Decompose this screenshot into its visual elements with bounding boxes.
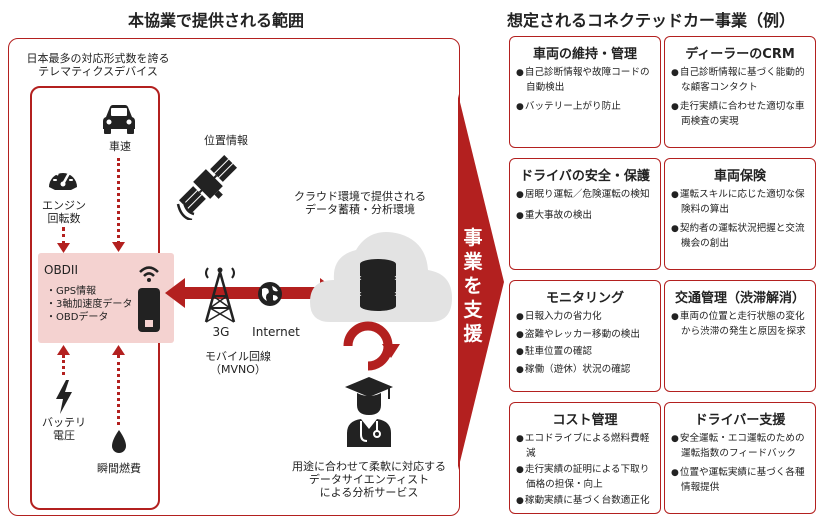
card-title: 車両保険 bbox=[713, 169, 766, 184]
card-item-list: 居眠り運転／危険運転の検知重大事故の検出 bbox=[510, 188, 660, 223]
use-case-card: コスト管理エコドライブによる燃料費軽減走行実績の証明による下取り価格の担保・向上… bbox=[509, 402, 661, 514]
support-arrow bbox=[458, 94, 504, 470]
fuel-flow-line bbox=[117, 355, 120, 425]
card-title: 交通管理（渋滞解消） bbox=[674, 291, 805, 306]
card-item-list: 運転スキルに応じた適切な保険料の算出契約者の運転状況把握と交流機会の創出 bbox=[665, 188, 815, 250]
lightning-icon bbox=[56, 380, 72, 414]
use-case-card: ドライバー支援安全運転・エコ運転のための運転指数のフィードバック位置や運転実績に… bbox=[664, 402, 816, 514]
speed-flow-line bbox=[117, 158, 120, 244]
card-item: 安全運転・エコ運転のための運転指数のフィードバック bbox=[671, 432, 811, 460]
battery-flow-line bbox=[62, 355, 65, 375]
right-section-heading: 想定されるコネクテッドカー事業（例） bbox=[507, 11, 796, 30]
bidirectional-arrow bbox=[165, 278, 340, 308]
use-case-card: ディーラーのCRM 自己診断情報に基づく能動的な顧客コンタクト走行実績に合わせた適… bbox=[664, 36, 816, 148]
card-item: 居眠り運転／危険運転の検知 bbox=[516, 188, 656, 203]
card-item: 運転スキルに応じた適切な保険料の算出 bbox=[671, 188, 811, 216]
card-item: 契約者の運転状況把握と交流機会の創出 bbox=[671, 222, 811, 250]
card-item-list: 自己診断情報や故障コードの自動検出バッテリー上がり防止 bbox=[510, 66, 660, 115]
card-title: ドライバの安全・保護 bbox=[520, 169, 650, 184]
tachometer-icon bbox=[49, 168, 77, 190]
card-item: 自己診断情報に基づく能動的な顧客コンタクト bbox=[671, 66, 811, 94]
use-case-card: 車両保険運転スキルに応じた適切な保険料の算出契約者の運転状況把握と交流機会の創出 bbox=[664, 158, 816, 270]
card-title: モニタリング bbox=[545, 291, 624, 306]
use-case-card: ドライバの安全・保護居眠り運転／危険運転の検知重大事故の検出 bbox=[509, 158, 661, 270]
card-item-list: エコドライブによる燃料費軽減走行実績の証明による下取り価格の担保・向上稼動実績に… bbox=[510, 432, 660, 509]
cloud-icon bbox=[310, 232, 452, 322]
card-item: 重大事故の検出 bbox=[516, 209, 656, 224]
card-item-list: 安全運転・エコ運転のための運転指数のフィードバック位置や運転実績に基づく各種情報… bbox=[665, 432, 815, 494]
card-item: 車両の位置と走行状態の変化から渋滞の発生と原因を探求 bbox=[671, 310, 811, 338]
fuel-drop-icon bbox=[112, 430, 126, 453]
car-icon bbox=[103, 105, 135, 134]
obd-title: OBDII bbox=[44, 263, 78, 277]
speed-flow-arrowhead bbox=[112, 242, 125, 252]
card-title: 車両の維持・管理 bbox=[532, 47, 637, 62]
fuel-label: 瞬間燃費 bbox=[97, 462, 141, 475]
gps-label: 位置情報 bbox=[204, 134, 248, 147]
card-item-list: 自己診断情報に基づく能動的な顧客コンタクト走行実績に合わせた適切な車両検査の実現 bbox=[665, 66, 815, 128]
satellite-icon bbox=[176, 155, 237, 220]
data-scientist-icon bbox=[345, 377, 393, 447]
use-case-card: モニタリング日報入力の省力化盗難やレッカー移動の検出駐車位置の確認稼働（遊休）状… bbox=[509, 280, 661, 392]
support-arrow-label: 事業を支援 bbox=[463, 227, 483, 345]
card-item-list: 日報入力の省力化盗難やレッカー移動の検出駐車位置の確認稼働（遊休）状況の確認 bbox=[510, 310, 660, 377]
telematics-device-icon bbox=[138, 266, 160, 332]
card-title: ディーラーのCRM bbox=[685, 47, 795, 62]
card-item: 稼働（遊休）状況の確認 bbox=[516, 363, 656, 378]
network-internet-label: Internet bbox=[252, 325, 300, 339]
speed-label: 車速 bbox=[109, 140, 131, 153]
card-item: 日報入力の省力化 bbox=[516, 310, 656, 325]
use-case-card: 交通管理（渋滞解消） 車両の位置と走行状態の変化から渋滞の発生と原因を探求 bbox=[664, 280, 816, 392]
card-item: バッテリー上がり防止 bbox=[516, 100, 656, 115]
battery-flow-arrowhead bbox=[57, 345, 70, 355]
card-item: エコドライブによる燃料費軽減 bbox=[516, 432, 656, 460]
card-item: 位置や運転実績に基づく各種情報提供 bbox=[671, 466, 811, 494]
mobile-line-label: モバイル回線 （MVNO） bbox=[205, 350, 271, 376]
battery-label: バッテリ 電圧 bbox=[42, 416, 86, 442]
engine-flow-line bbox=[62, 227, 65, 245]
device-note: 日本最多の対応形式数を誇る テレマティクスデバイス bbox=[26, 52, 170, 78]
globe-icon bbox=[258, 282, 282, 306]
left-section-heading: 本協業で提供される範囲 bbox=[128, 11, 305, 30]
card-title: コスト管理 bbox=[552, 413, 618, 428]
card-item: 稼動実績に基づく台数適正化 bbox=[516, 494, 656, 509]
obd-items: ・GPS情報 ・3軸加速度データ ・OBDデータ bbox=[46, 286, 133, 323]
card-item: 自己診断情報や故障コードの自動検出 bbox=[516, 66, 656, 94]
analyst-label: 用途に合わせて柔軟に対応する データサイエンティスト による分析サービス bbox=[292, 460, 446, 499]
card-item-list: 車両の位置と走行状態の変化から渋滞の発生と原因を探求 bbox=[665, 310, 815, 338]
network-3g-label: 3G bbox=[212, 325, 230, 339]
card-item: 走行実績に合わせた適切な車両検査の実現 bbox=[671, 100, 811, 128]
engine-flow-arrowhead bbox=[57, 243, 70, 253]
card-item: 盗難やレッカー移動の検出 bbox=[516, 328, 656, 343]
cell-tower-icon bbox=[204, 267, 236, 323]
engine-label: エンジン 回転数 bbox=[42, 199, 86, 225]
card-item: 駐車位置の確認 bbox=[516, 345, 656, 360]
cloud-label: クラウド環境で提供される データ蓄積・分析環境 bbox=[294, 190, 426, 216]
refresh-icon bbox=[343, 321, 400, 371]
fuel-flow-arrowhead bbox=[112, 345, 125, 355]
use-case-card: 車両の維持・管理自己診断情報や故障コードの自動検出バッテリー上がり防止 bbox=[509, 36, 661, 148]
card-item: 走行実績の証明による下取り価格の担保・向上 bbox=[516, 463, 656, 491]
card-title: ドライバー支援 bbox=[694, 413, 786, 428]
